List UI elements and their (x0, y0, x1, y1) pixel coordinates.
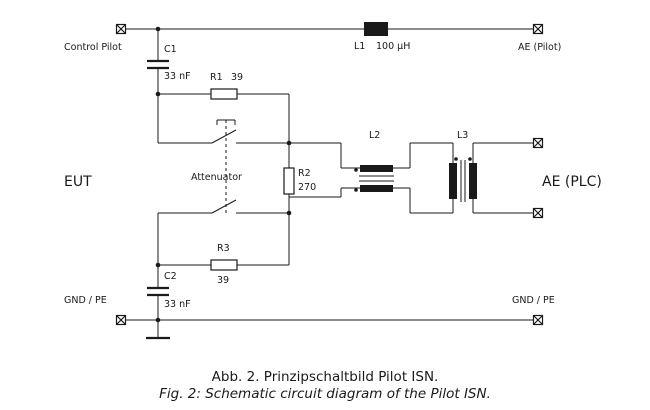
label-r2-name: R2 (298, 168, 311, 179)
label-control-pilot: Control Pilot (64, 42, 122, 53)
label-gnd-pe-right: GND / PE (512, 295, 555, 306)
label-l2-name: L2 (369, 130, 380, 141)
label-c1-name: C1 (164, 44, 177, 55)
label-c2-name: C2 (164, 271, 177, 282)
inductor-l2 (354, 165, 394, 192)
label-r2-value: 270 (298, 182, 316, 193)
label-ae-plc: AE (PLC) (542, 174, 602, 190)
label-r1-value: 39 (231, 72, 243, 83)
capacitor-c1 (147, 59, 169, 70)
inductor-l1 (364, 22, 388, 36)
terminal-gnd-pe-left (115, 314, 127, 326)
label-ae-pilot: AE (Pilot) (518, 42, 561, 53)
label-r3-value: 39 (217, 275, 229, 286)
attenuator-actuator (216, 119, 236, 213)
terminal-ae-pilot (532, 23, 544, 35)
label-c2-value: 33 nF (164, 299, 191, 310)
label-l1-name: L1 (354, 41, 365, 52)
caption-german: Abb. 2. Prinzipschaltbild Pilot ISN. (211, 369, 439, 385)
caption-english: Fig. 2: Schematic circuit diagram of the… (159, 386, 491, 402)
label-r3-name: R3 (217, 243, 230, 254)
terminal-control-pilot (115, 23, 127, 35)
wires (121, 28, 538, 338)
resistor-r2 (283, 167, 295, 195)
label-l1-value: 100 µH (376, 41, 410, 52)
resistor-r1 (210, 88, 238, 100)
label-c1-value: 33 nF (164, 71, 191, 82)
label-gnd-pe-left: GND / PE (64, 295, 107, 306)
junction-dots (155, 26, 292, 323)
terminal-ae-plc-bottom (532, 207, 544, 219)
terminal-ae-plc-top (532, 137, 544, 149)
resistor-r3 (210, 259, 238, 271)
label-eut: EUT (64, 174, 92, 190)
label-r1-name: R1 (210, 72, 223, 83)
label-attenuator: Attenuator (191, 172, 242, 183)
capacitor-c2 (147, 286, 169, 297)
transformer-l3 (449, 157, 477, 202)
label-l3-name: L3 (457, 130, 468, 141)
terminal-gnd-pe-right (532, 314, 544, 326)
